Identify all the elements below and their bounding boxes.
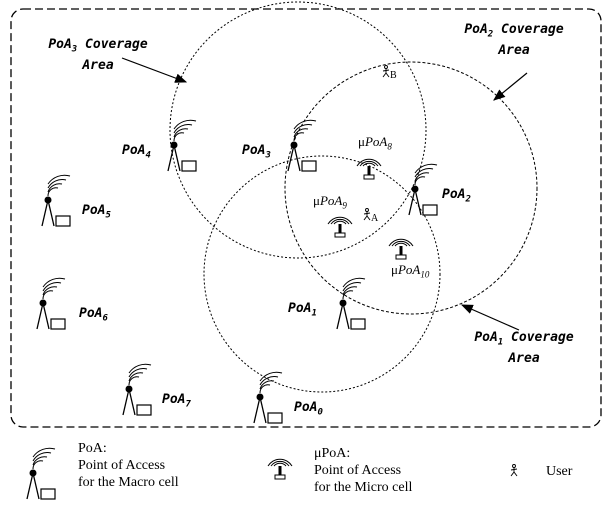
legend-micro-line2: Point of Access [314, 463, 402, 478]
upoa9-micro-icon [327, 216, 353, 238]
poa5-label: PoA5 [82, 203, 111, 221]
legend-macro-text: PoA: Point of Access for the Macro cell [78, 440, 179, 491]
poa3-tower-icon [287, 119, 317, 172]
poa4-tower-icon [167, 119, 197, 172]
upoa10-micro-icon [388, 238, 414, 260]
poa1-label: PoA1 [288, 301, 317, 319]
poa2-tower-icon [408, 163, 438, 216]
legend-macro-line2: Point of Access [78, 458, 166, 473]
poa1-coverage-arrow [460, 304, 520, 331]
user-a-icon [363, 208, 371, 221]
legend-micro-icon [267, 458, 293, 480]
upoa8-micro-icon [356, 158, 382, 180]
legend-micro-title: μPoA: [314, 446, 351, 461]
poa7-label: PoA7 [162, 392, 191, 410]
poa1-coverage-circle [203, 155, 441, 393]
poa3-coverage-arrow [121, 57, 188, 83]
poa2-label: PoA2 [442, 187, 471, 205]
legend-macro-line3: for the Macro cell [78, 475, 179, 490]
poa0-label: PoA0 [294, 400, 323, 418]
legend-macro-title: PoA: [78, 441, 107, 456]
user-b-label: B [390, 70, 397, 81]
legend-user-text: User [546, 464, 573, 479]
legend-micro-line3: for the Micro cell [314, 480, 413, 495]
upoa8-label: μPoA8 [358, 134, 392, 152]
network-boundary [10, 8, 602, 428]
poa2-coverage-label: PoA2 Coverage Area [464, 22, 564, 58]
poa4-label: PoA4 [122, 143, 151, 161]
poa7-tower-icon [122, 363, 152, 416]
upoa9-label: μPoA9 [313, 193, 347, 211]
poa6-label: PoA6 [79, 306, 108, 324]
poa3-label: PoA3 [242, 143, 271, 161]
legend-user-icon [510, 464, 518, 477]
poa3-coverage-circle [169, 1, 427, 259]
poa6-tower-icon [36, 277, 66, 330]
user-b-icon [382, 65, 390, 78]
poa5-tower-icon [41, 174, 71, 227]
poa2-coverage-arrow [493, 72, 528, 101]
legend-micro-text: μPoA: Point of Access for the Micro cell [314, 445, 412, 496]
poa0-tower-icon [253, 371, 283, 424]
poa1-coverage-label: PoA1 Coverage Area [474, 330, 574, 366]
upoa10-label: μPoA10 [391, 262, 430, 280]
legend-macro-tower-icon [26, 447, 56, 500]
poa1-tower-icon [336, 277, 366, 330]
user-a-label: A [371, 213, 379, 224]
poa3-coverage-label: PoA3 Coverage Area [48, 37, 148, 73]
poa2-coverage-circle [284, 61, 538, 315]
